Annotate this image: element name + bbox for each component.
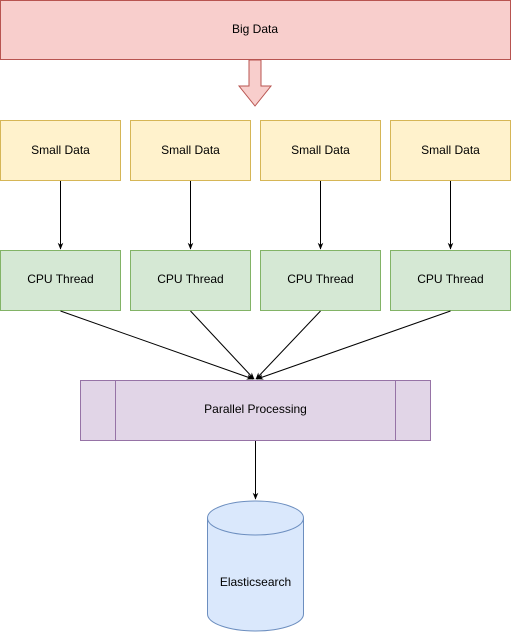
chunk-node[interactable]: Small Data — [0, 120, 121, 181]
thread-to-processing-edge — [255, 310, 321, 380]
cpu-thread-label: CPU Thread — [27, 272, 93, 286]
parallel-processing-node[interactable]: Parallel Processing — [80, 380, 431, 441]
parallel-processing-box — [80, 380, 431, 441]
cpu-thread-label: CPU Thread — [287, 272, 353, 286]
chunk-node[interactable]: Small Data — [390, 120, 511, 181]
cpu-thread-node[interactable]: CPU Thread — [0, 250, 121, 311]
big-data-node[interactable]: Big Data — [0, 0, 511, 60]
thread-to-processing-edge — [256, 310, 451, 380]
thread-to-processing-edge — [60, 310, 254, 380]
cpu-thread-label: CPU Thread — [417, 272, 483, 286]
big-data-label: Big Data — [232, 22, 278, 36]
cpu-thread-label: CPU Thread — [157, 272, 223, 286]
chunk-box — [390, 120, 511, 181]
parallel-processing-label: Parallel Processing — [204, 402, 307, 416]
cpu-thread-box — [0, 250, 121, 311]
big-data-box — [0, 0, 511, 60]
chunk-label: Small Data — [161, 143, 220, 157]
chunk-label: Small Data — [421, 143, 480, 157]
cpu-thread-box — [390, 250, 511, 311]
chunk-label: Small Data — [31, 143, 90, 157]
elasticsearch-node[interactable]: Elasticsearch — [207, 500, 304, 632]
split-arrow — [237, 59, 273, 107]
cpu-thread-node[interactable]: CPU Thread — [260, 250, 381, 311]
database-cylinder-rim — [207, 517, 304, 536]
chunk-node[interactable]: Small Data — [130, 120, 251, 181]
cpu-thread-node[interactable]: CPU Thread — [390, 250, 511, 311]
elasticsearch-label: Elasticsearch — [220, 575, 291, 589]
cpu-thread-box — [130, 250, 251, 311]
database-cylinder-icon — [207, 500, 304, 632]
thread-to-processing-edge — [190, 310, 255, 380]
chunk-box — [0, 120, 121, 181]
cpu-thread-node[interactable]: CPU Thread — [130, 250, 251, 311]
chunk-label: Small Data — [291, 143, 350, 157]
chunk-box — [130, 120, 251, 181]
cpu-thread-box — [260, 250, 381, 311]
chunk-box — [260, 120, 381, 181]
chunk-node[interactable]: Small Data — [260, 120, 381, 181]
